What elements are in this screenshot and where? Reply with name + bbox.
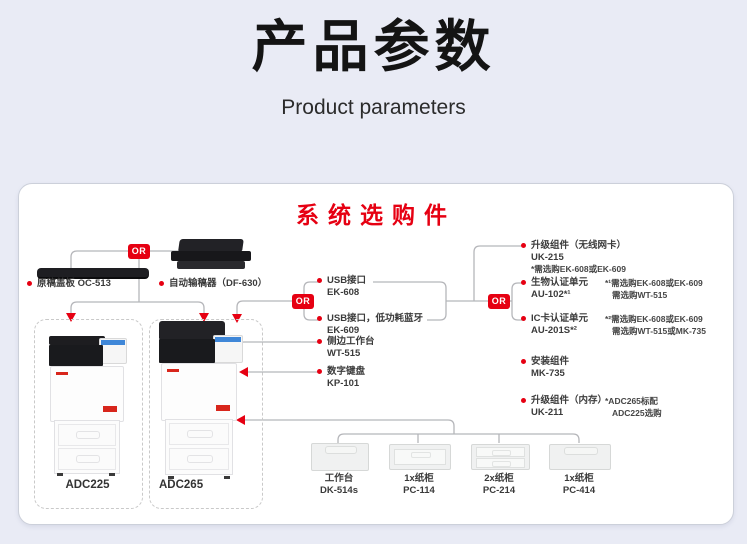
option-ek608-label: USB接口 [327, 275, 367, 286]
pc114-label: 1x纸柜 PC-114 [384, 473, 454, 497]
pc414-label: 1x纸柜 PC-414 [544, 473, 614, 497]
tray-name: 2x纸柜 [484, 473, 514, 484]
tray-model: PC-114 [403, 485, 435, 496]
option-kp101-label: 数字键盘 [327, 366, 366, 377]
option-uk215-label: 升级组件（无线网卡） [531, 240, 627, 251]
red-bullet-icon [159, 281, 164, 286]
option-wt515: 侧边工作台 WT-515 [317, 336, 375, 360]
option-au102-note: *¹需选购EK-608或EK-609 需选购WT-515 [605, 277, 703, 301]
note-line-2: 需选购WT-515 [612, 290, 668, 300]
tray-model: DK-514s [319, 485, 359, 496]
adc225-label: ADC225 [65, 479, 110, 491]
red-bullet-icon [317, 369, 322, 374]
option-au102-label: 生物认证单元 [531, 277, 589, 288]
option-au201s-label: IC卡认证单元 [531, 313, 589, 324]
option-au201s: IC卡认证单元 AU-201S*² [521, 313, 588, 337]
option-uk211-model: UK-211 [531, 407, 564, 418]
option-oc513: 原稿盖板 OC-513 [27, 278, 111, 290]
option-oc513-label: 原稿盖板 OC-513 [37, 278, 111, 289]
option-uk215: 升级组件（无线网卡） UK-215 *需选购EK-608或EK-609 [521, 240, 626, 275]
red-bullet-icon [317, 278, 322, 283]
option-au102: 生物认证单元 AU-102*¹ [521, 277, 588, 301]
note-line-2: 需选购WT-515或MK-735 [612, 326, 706, 336]
option-uk215-model: UK-215 [531, 252, 564, 263]
option-df630: 自动输稿器（DF-630） [159, 278, 267, 290]
adc225-printer-image [47, 336, 127, 476]
red-bullet-icon [521, 398, 526, 403]
option-mk735: 安装组件 MK-735 [521, 356, 569, 380]
option-au201s-note: *²需选购EK-608或EK-609 需选购WT-515或MK-735 [605, 313, 706, 337]
option-uk215-note: *需选购EK-608或EK-609 [531, 264, 626, 274]
red-bullet-icon [317, 316, 322, 321]
page-title: 产品参数 [251, 15, 496, 78]
note-line-2: ADC225选购 [612, 408, 662, 418]
tray-model: PC-214 [482, 485, 516, 496]
note-line-1: *²需选购EK-608或EK-609 [605, 314, 703, 324]
tray-model: PC-414 [562, 485, 596, 496]
red-bullet-icon [521, 316, 526, 321]
option-au102-model: AU-102*¹ [531, 289, 571, 300]
adc265-printer-image [157, 321, 243, 479]
pc114-tray-image [389, 444, 451, 470]
option-ek609: USB接口，低功耗蓝牙 EK-609 [317, 313, 423, 337]
dk514s-tray-image [311, 443, 369, 471]
option-mk735-model: MK-735 [531, 368, 565, 379]
red-bullet-icon [521, 280, 526, 285]
platen-cover-image [37, 268, 149, 279]
pc214-tray-image [471, 444, 530, 470]
red-bullet-icon [521, 359, 526, 364]
option-ek608: USB接口 EK-608 [317, 275, 366, 299]
option-uk211: 升级组件（内存） UK-211 [521, 395, 607, 419]
option-uk211-note: *ADC265标配 ADC225选购 [605, 395, 662, 419]
option-df630-label: 自动输稿器（DF-630） [169, 278, 268, 289]
option-ek609-label: USB接口，低功耗蓝牙 [327, 313, 424, 324]
dk514s-label: 工作台 DK-514s [304, 473, 374, 497]
or-badge-auth: OR [488, 294, 510, 309]
note-line-1: *ADC265标配 [605, 396, 658, 406]
option-ek608-model: EK-608 [327, 287, 360, 298]
adc265-dashed-box [149, 319, 263, 509]
or-badge-top: OR [128, 244, 150, 259]
pc214-label: 2x纸柜 PC-214 [464, 473, 534, 497]
red-bullet-icon [521, 243, 526, 248]
red-bullet-icon [317, 339, 322, 344]
option-kp101: 数字键盘 KP-101 [317, 366, 365, 390]
option-ek609-model: EK-609 [327, 325, 360, 336]
red-bullet-icon [27, 281, 32, 286]
adc225-dashed-box [34, 319, 143, 509]
adc265-label: ADC265 [159, 479, 204, 491]
option-kp101-model: KP-101 [327, 378, 360, 389]
tray-name: 工作台 [324, 473, 354, 484]
or-badge-usb-left: OR [292, 294, 314, 309]
tray-name: 1x纸柜 [564, 473, 594, 484]
panel-title: 系统选购件 [296, 202, 456, 228]
document-feeder-image [171, 239, 251, 273]
option-mk735-label: 安装组件 [531, 356, 570, 367]
note-line-1: *¹需选购EK-608或EK-609 [605, 278, 703, 288]
system-options-panel: 系统选购件 [18, 183, 734, 525]
tray-name: 1x纸柜 [404, 473, 434, 484]
option-wt515-label: 侧边工作台 [327, 336, 375, 347]
page-subtitle: Product parameters [281, 96, 466, 119]
pc414-tray-image [549, 444, 611, 470]
option-au201s-model: AU-201S*² [531, 325, 577, 336]
option-wt515-model: WT-515 [327, 348, 361, 359]
option-uk211-label: 升级组件（内存） [531, 395, 608, 406]
